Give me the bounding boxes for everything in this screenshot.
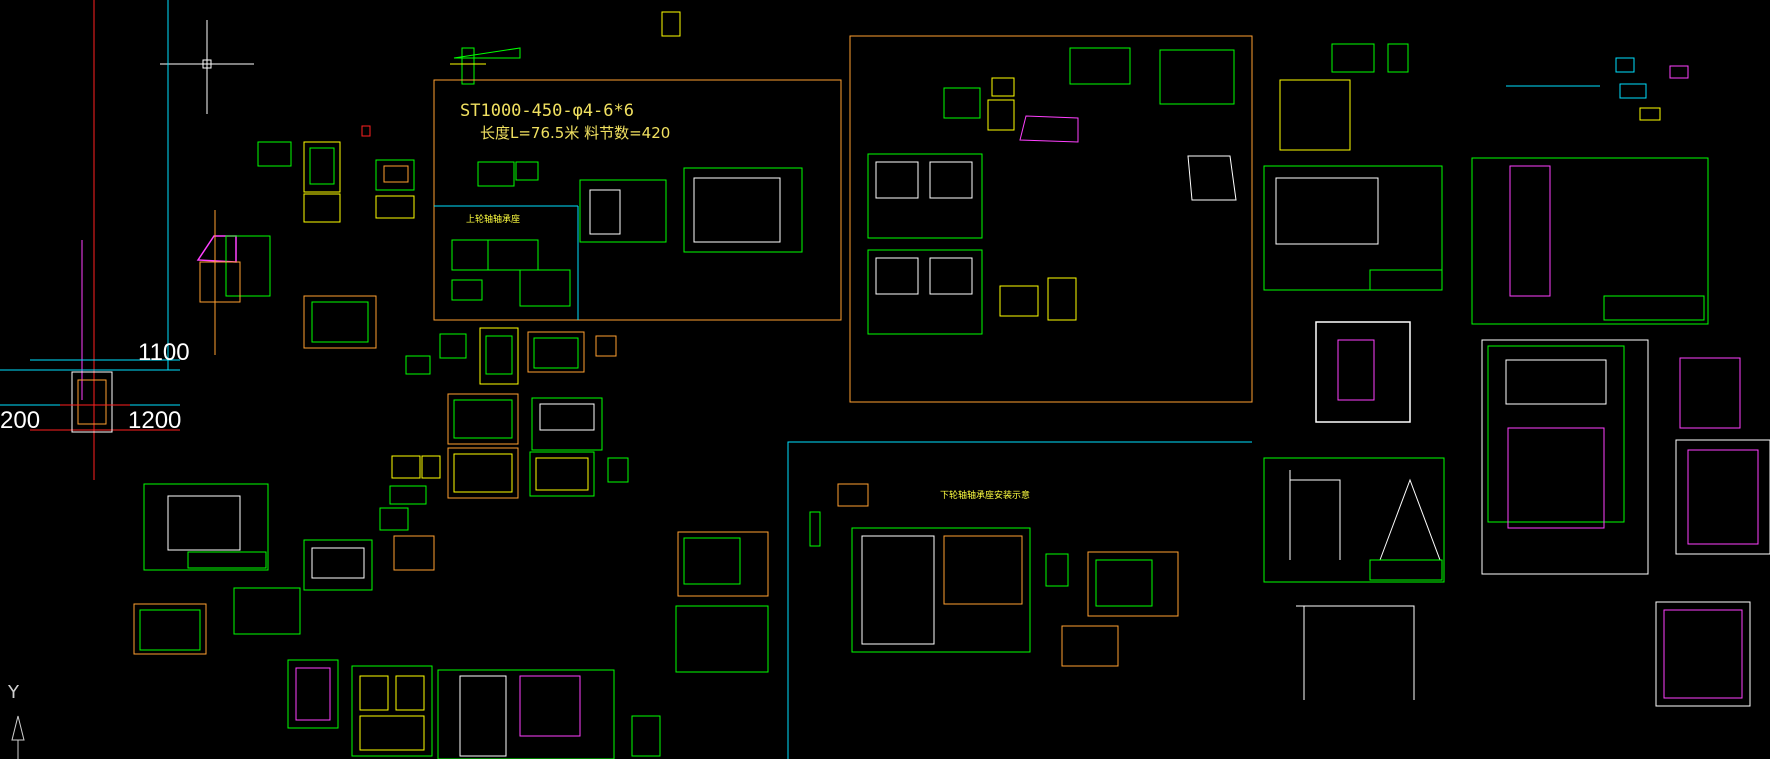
upper-bearing-label: 上轮轴轴承座 bbox=[466, 213, 520, 225]
svg-text:Y: Y bbox=[7, 682, 20, 703]
spec-title-line2: 长度L=76.5米 料节数=420 bbox=[480, 124, 670, 142]
drawing-sheets-left-cluster[interactable] bbox=[133, 125, 435, 757]
spec-sheet-central[interactable]: ST1000-450-φ4-6*6 长度L=76.5米 料节数=420 上轮轴轴… bbox=[433, 79, 842, 321]
dimension-1200-left: 200 bbox=[0, 407, 40, 434]
part-top-small[interactable] bbox=[661, 11, 681, 37]
ucs-icon: Y bbox=[7, 682, 25, 759]
icons-top-right[interactable] bbox=[1506, 57, 1689, 121]
dimension-1200-right: 1200 bbox=[128, 407, 181, 434]
drawing-part-magenta-left[interactable] bbox=[196, 210, 271, 355]
drawing-sheets-right[interactable] bbox=[1263, 43, 1770, 707]
crane-graphic[interactable] bbox=[450, 47, 521, 85]
crosshair-cursor bbox=[160, 20, 254, 114]
dimension-1100: 1100 bbox=[138, 339, 190, 366]
drawing-sheets-mid-left[interactable] bbox=[391, 327, 769, 759]
lower-bearing-label: 下轮轴轴承座安装示意 bbox=[940, 489, 1030, 501]
drawing-frame-upper-center[interactable] bbox=[849, 35, 1253, 403]
dimension-block-left[interactable]: 1100 1200 200 bbox=[0, 339, 190, 434]
drawing-frame-lower-center[interactable]: 下轮轴轴承座安装示意 bbox=[787, 441, 1252, 759]
spec-title-line1: ST1000-450-φ4-6*6 bbox=[460, 101, 634, 121]
